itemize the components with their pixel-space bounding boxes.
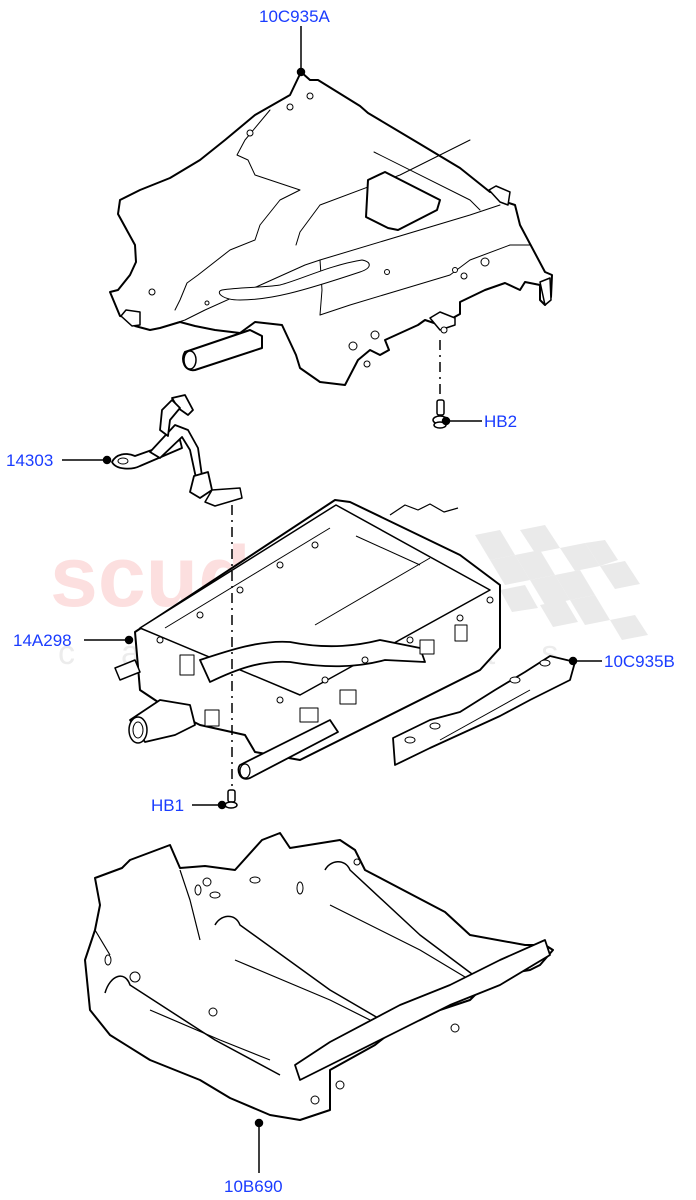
hb1-bolt-drawing bbox=[224, 789, 238, 809]
callout-10c935a[interactable]: 10C935A bbox=[259, 7, 330, 26]
callout-14a298[interactable]: 14A298 bbox=[13, 631, 72, 650]
leader-lines bbox=[62, 26, 602, 1173]
checkered-flag-watermark bbox=[475, 525, 648, 640]
lower-tray-drawing bbox=[84, 832, 554, 1121]
hb2-bolt-drawing bbox=[432, 340, 448, 429]
callout-hb1[interactable]: HB1 bbox=[151, 796, 185, 815]
side-bracket-drawing bbox=[392, 655, 576, 766]
callout-10c935b[interactable]: 10C935B bbox=[604, 652, 675, 671]
upper-cover-shield-drawing bbox=[109, 71, 553, 386]
callout-14303[interactable]: 14303 bbox=[6, 451, 54, 470]
cable-hose-drawing bbox=[111, 394, 243, 507]
callout-hb2[interactable]: HB2 bbox=[484, 412, 518, 431]
charger-module-drawing bbox=[114, 499, 501, 780]
callout-10b690[interactable]: 10B690 bbox=[224, 1177, 283, 1196]
